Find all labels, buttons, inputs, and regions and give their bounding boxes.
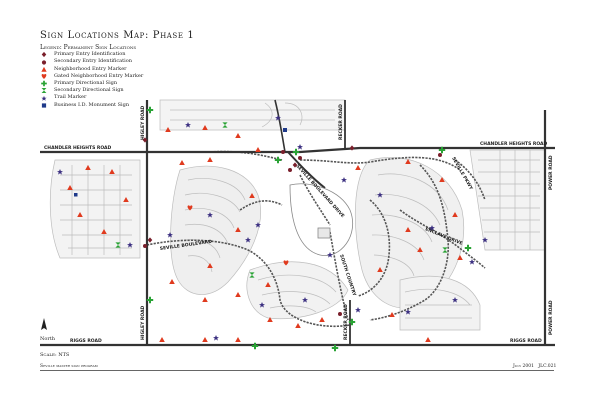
road-label-power-north: POWER ROAD bbox=[548, 155, 554, 190]
cross-icon bbox=[41, 80, 47, 87]
footer-program-name: Seville master sign program bbox=[40, 364, 98, 369]
legend-item: Gated Neighborhood Entry Marker bbox=[40, 73, 143, 80]
heart-icon bbox=[41, 73, 47, 79]
road-label-chandler-heights-west: CHANDLER HEIGHTS ROAD bbox=[44, 145, 112, 151]
legend-label: Primary Directional Sign bbox=[54, 80, 118, 87]
collector-streets bbox=[146, 150, 486, 328]
road-label-chandler-heights-east: CHANDLER HEIGHTS ROAD bbox=[480, 141, 548, 147]
road-label-recker-north: RECKER ROAD bbox=[338, 104, 344, 140]
map-title: Sign Locations Map: Phase 1 bbox=[40, 30, 195, 41]
legend-item: Neighborhood Entry Marker bbox=[40, 66, 143, 73]
arterial-roads bbox=[40, 99, 555, 347]
legend-label: Neighborhood Entry Marker bbox=[54, 65, 127, 72]
business-monument-signs[interactable] bbox=[74, 128, 287, 197]
road-label-higley-north: HIGLEY ROAD bbox=[140, 105, 146, 140]
footer-date-code: July 2001 JLC.021 bbox=[513, 364, 556, 369]
circle-icon bbox=[41, 59, 47, 65]
legend-label: Trail Marker bbox=[54, 94, 87, 101]
open-space-outline bbox=[289, 183, 353, 256]
hourglass-icon bbox=[41, 88, 47, 94]
star-icon bbox=[41, 95, 47, 101]
lot-areas bbox=[49, 99, 546, 331]
north-label: North bbox=[40, 336, 56, 342]
road-label-seville-boulevard-drive: SEVILLE BOULEVARD DRIVE bbox=[295, 163, 346, 219]
legend-label: Secondary Directional Sign bbox=[54, 87, 124, 94]
road-label-power-south: POWER ROAD bbox=[548, 300, 554, 335]
road-label-recker-south: RECKER ROAD bbox=[343, 304, 349, 340]
footer-date: July 2001 bbox=[513, 364, 534, 369]
footer-code: JLC.021 bbox=[538, 364, 557, 369]
legend-label: Secondary Entry Identification bbox=[54, 58, 133, 65]
scale-label: Scale: NTS bbox=[40, 352, 70, 358]
legend-item: Secondary Directional Sign bbox=[40, 87, 143, 94]
north-arrow-icon bbox=[41, 318, 47, 330]
footer-rule bbox=[40, 370, 554, 371]
legend: Legend: Permanent Sign Locations Primary… bbox=[40, 44, 143, 109]
legend-label: Business I.D. Monument Sign bbox=[54, 101, 130, 108]
legend-label: Gated Neighborhood Entry Marker bbox=[54, 72, 144, 79]
square-icon bbox=[41, 103, 47, 108]
triangle-icon bbox=[41, 66, 47, 72]
road-label-higley-south: HIGLEY ROAD bbox=[140, 305, 146, 340]
legend-item: Business I.D. Monument Sign bbox=[40, 102, 143, 109]
road-label-riggs-east: RIGGS ROAD bbox=[510, 338, 542, 344]
road-label-riggs-west: RIGGS ROAD bbox=[70, 338, 102, 344]
diamond-icon bbox=[41, 52, 47, 58]
legend-item: Secondary Entry Identification bbox=[40, 58, 143, 65]
legend-item: Primary Entry Identification bbox=[40, 51, 143, 58]
legend-item: Primary Directional Sign bbox=[40, 80, 143, 87]
legend-item: Trail Marker bbox=[40, 94, 143, 101]
legend-label: Primary Entry Identification bbox=[54, 51, 126, 58]
legend-title: Legend: Permanent Sign Locations bbox=[40, 44, 137, 51]
